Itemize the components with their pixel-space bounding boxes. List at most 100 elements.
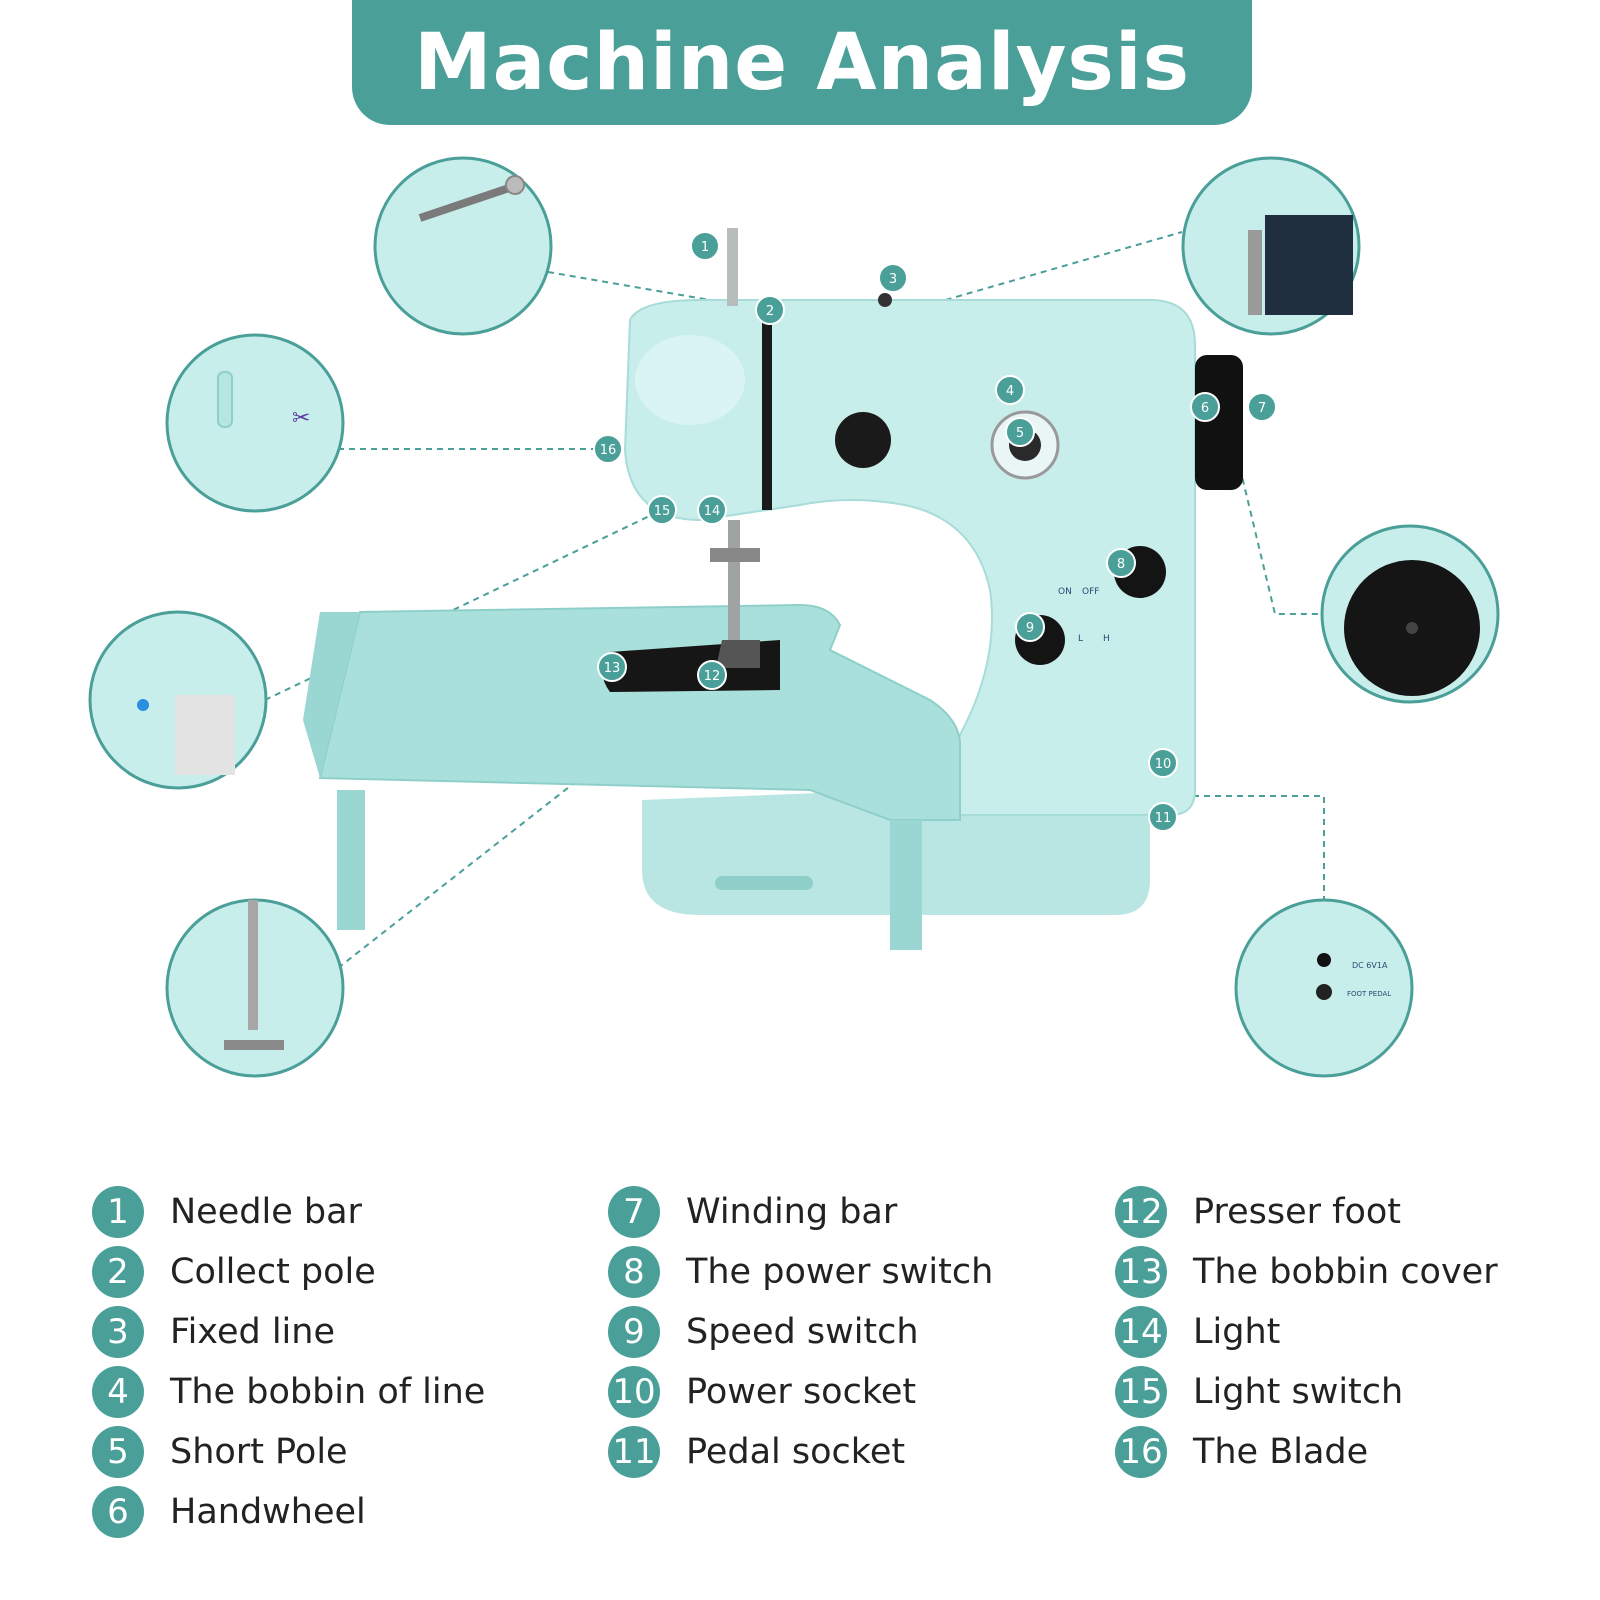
legend-label: Light <box>1193 1312 1281 1352</box>
callout-marker-16: 16 <box>593 434 623 464</box>
legend-label: The bobbin cover <box>1193 1252 1498 1292</box>
legend-label: The power switch <box>686 1252 994 1292</box>
callout-number: 3 <box>889 272 897 287</box>
callout-number: 14 <box>704 504 721 519</box>
callout-number: 10 <box>1155 757 1172 772</box>
table-leg-right <box>890 820 922 950</box>
legend-label: Needle bar <box>170 1192 362 1232</box>
legend-number-badge: 16 <box>1115 1426 1167 1478</box>
legend-item: 16 The Blade <box>1115 1425 1368 1479</box>
legend-item: 7 Winding bar <box>608 1185 897 1239</box>
needle-assembly <box>728 520 740 640</box>
callout-number: 16 <box>600 443 617 458</box>
leader-line-3 <box>934 231 1183 304</box>
legend-number-badge: 7 <box>608 1186 660 1238</box>
legend-number-badge: 1 <box>92 1186 144 1238</box>
legend-item: 15 Light switch <box>1115 1365 1403 1419</box>
legend-number-badge: 9 <box>608 1306 660 1358</box>
callout-number: 12 <box>704 669 721 684</box>
legend-item: 1 Needle bar <box>92 1185 362 1239</box>
callout-marker-1: 1 <box>690 231 720 261</box>
legend-item: 3 Fixed line <box>92 1305 335 1359</box>
callout-number: 8 <box>1117 557 1125 572</box>
callout-marker-4: 4 <box>995 375 1025 405</box>
inset-handwheel <box>1320 524 1500 704</box>
callout-marker-2: 2 <box>755 295 785 325</box>
table-front-edge <box>303 612 360 778</box>
legend-item: 14 Light <box>1115 1305 1280 1359</box>
inset-light-switch <box>88 610 268 790</box>
callout-marker-5: 5 <box>1005 417 1035 447</box>
callout-marker-7: 7 <box>1247 392 1277 422</box>
legend-item: 6 Handwheel <box>92 1485 366 1539</box>
legend-label: Light switch <box>1193 1372 1404 1412</box>
leader-line-2 <box>547 271 769 311</box>
switch-labels: ON OFF L H <box>1058 587 1110 644</box>
sewing-machine: ON OFF L H <box>303 228 1243 950</box>
legend-number-badge: 11 <box>608 1426 660 1478</box>
machine-diagram: ON OFF L H ✂ <box>88 156 1500 1078</box>
legend-label: The Blade <box>1193 1432 1369 1472</box>
callout-marker-9: 9 <box>1015 612 1045 642</box>
callout-number: 6 <box>1201 401 1209 416</box>
extension-table <box>318 603 961 821</box>
switch-label-high: H <box>1103 634 1110 644</box>
legend-number-badge: 5 <box>92 1426 144 1478</box>
legend-number-badge: 6 <box>92 1486 144 1538</box>
inset-circles: ✂ DC 6V1A FOOT PEDAL <box>88 156 1500 1078</box>
legend-label: Pedal socket <box>686 1432 906 1472</box>
needle-clamp <box>710 548 760 562</box>
legend-number-badge: 8 <box>608 1246 660 1298</box>
callout-marker-3: 3 <box>878 263 908 293</box>
presser-foot-shape <box>716 640 760 668</box>
legend-item: 5 Short Pole <box>92 1425 348 1479</box>
legend-label: The bobbin of line <box>170 1372 486 1412</box>
callout-number: 13 <box>604 661 621 676</box>
legend-label: Speed switch <box>686 1312 919 1352</box>
svg-text:✂: ✂ <box>292 406 310 431</box>
table-leg-left <box>337 790 365 930</box>
leader-line-12 <box>337 674 713 969</box>
collect-pole <box>762 315 772 510</box>
callout-number: 15 <box>654 504 671 519</box>
callout-marker-6: 6 <box>1190 392 1220 422</box>
callout-marker-15: 15 <box>647 495 677 525</box>
callout-marker-14: 14 <box>697 495 727 525</box>
callout-marker-8: 8 <box>1106 548 1136 578</box>
legend-label: Power socket <box>686 1372 917 1412</box>
title-banner: Machine Analysis <box>352 0 1252 125</box>
tension-knob <box>835 412 891 468</box>
legend-item: 4 The bobbin of line <box>92 1365 485 1419</box>
legend-label: Short Pole <box>170 1432 348 1472</box>
inset-sockets: DC 6V1A FOOT PEDAL <box>1234 898 1414 1078</box>
dc-label: DC 6V1A <box>1352 961 1388 970</box>
callout-number: 7 <box>1258 401 1266 416</box>
inset-presser-foot-top <box>1181 156 1361 336</box>
switch-label-off: OFF <box>1082 587 1099 597</box>
legend-number-badge: 4 <box>92 1366 144 1418</box>
callout-marker-12: 12 <box>697 660 727 690</box>
callout-marker-10: 10 <box>1148 748 1178 778</box>
callout-marker-13: 13 <box>597 652 627 682</box>
legend-label: Collect pole <box>170 1252 376 1292</box>
legend-item: 11 Pedal socket <box>608 1425 905 1479</box>
legend-number-badge: 3 <box>92 1306 144 1358</box>
inset-blade: ✂ <box>165 333 345 513</box>
head-highlight <box>635 335 745 425</box>
legend-label: Winding bar <box>686 1192 898 1232</box>
callout-number: 1 <box>701 240 709 255</box>
inset-needle <box>165 898 345 1078</box>
legend-number-badge: 10 <box>608 1366 660 1418</box>
callout-number: 5 <box>1016 426 1024 441</box>
switch-label-low: L <box>1078 634 1083 644</box>
legend-number-badge: 15 <box>1115 1366 1167 1418</box>
fixed-line-post <box>878 293 892 307</box>
legend-label: Handwheel <box>170 1492 366 1532</box>
legend-number-badge: 14 <box>1115 1306 1167 1358</box>
legend-label: Fixed line <box>170 1312 335 1352</box>
legend-item: 9 Speed switch <box>608 1305 919 1359</box>
